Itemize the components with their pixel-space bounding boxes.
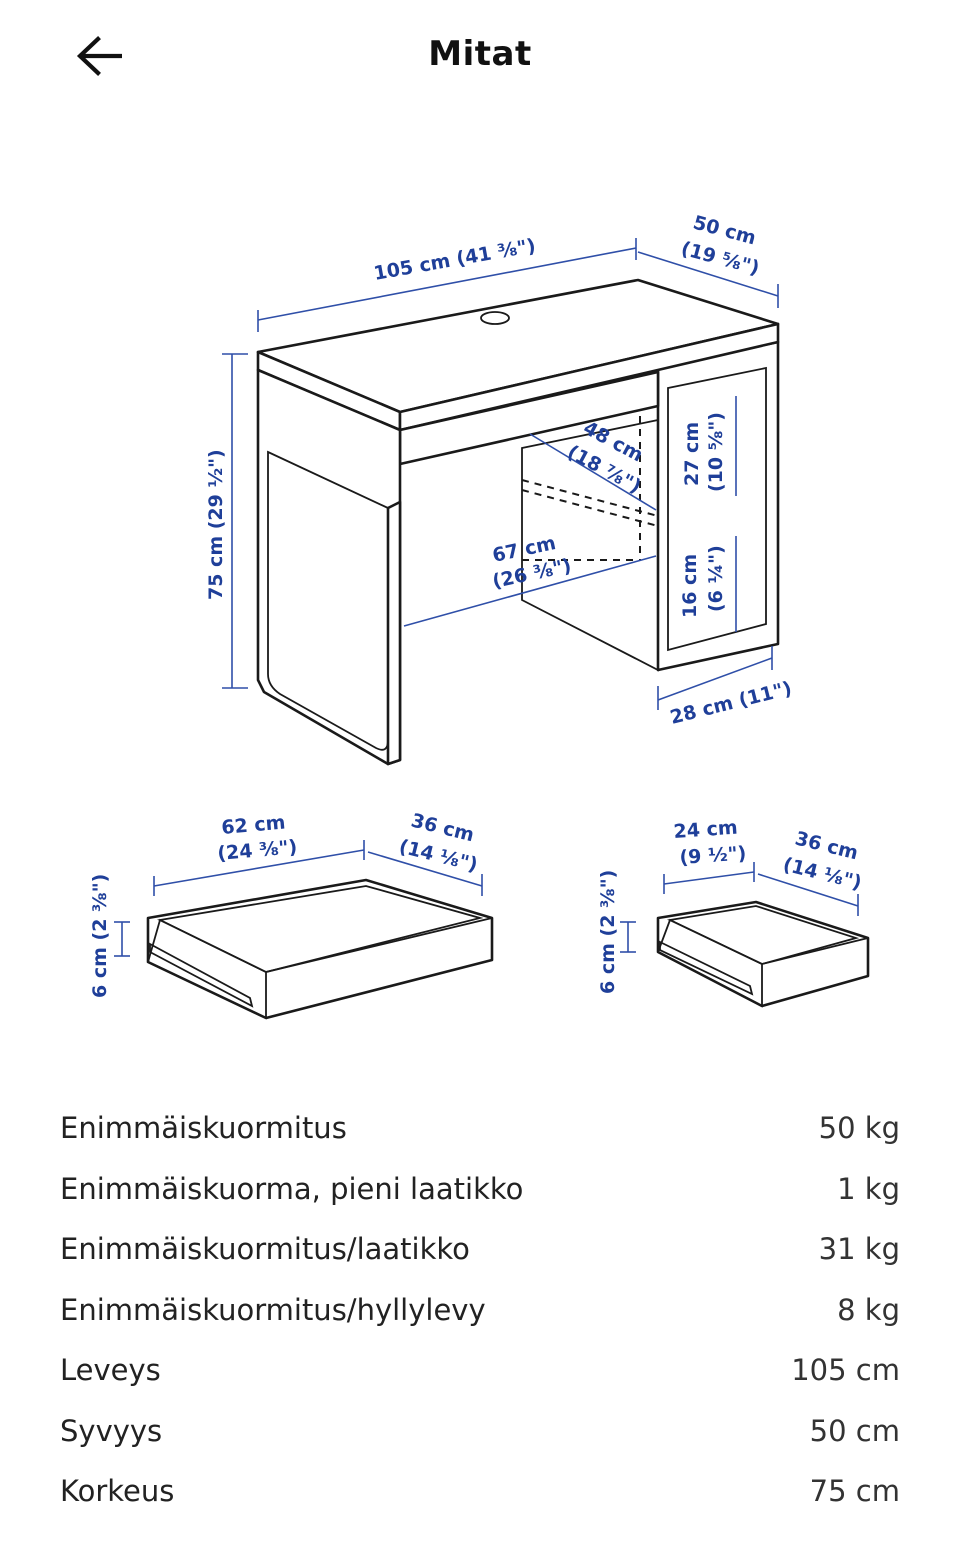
spec-value: 1 kg — [837, 1171, 900, 1206]
desk-illustration — [256, 278, 780, 766]
spec-value: 105 cm — [791, 1353, 900, 1388]
arrow-left-icon — [76, 36, 122, 76]
dim-desk-width: 105 cm (41 ⅜") — [372, 235, 537, 285]
page-title: Mitat — [428, 34, 532, 74]
large-drawer-illustration — [146, 878, 494, 1020]
spec-value: 8 kg — [837, 1292, 900, 1327]
dim-small-drawer-width-cm: 24 cm — [673, 817, 739, 843]
dim-shelf-lower-cm: 16 cm — [679, 554, 701, 618]
spec-value: 31 kg — [818, 1232, 900, 1267]
back-button[interactable] — [66, 26, 132, 86]
dim-desk-height: 75 cm (29 ½") — [205, 449, 227, 600]
spec-label: Enimmäiskuormitus/hyllylevy — [60, 1292, 486, 1327]
dim-shelf-upper-in: (10 ⅝") — [705, 412, 727, 492]
header-bar: Mitat — [0, 0, 960, 112]
spec-row: Korkeus 75 cm — [60, 1461, 900, 1522]
dim-shelf-upper-cm: 27 cm — [681, 422, 703, 486]
spec-row: Enimmäiskuormitus 50 kg — [60, 1098, 900, 1159]
spec-row: Leveys 105 cm — [60, 1340, 900, 1401]
small-drawer-illustration — [656, 900, 870, 1008]
spec-row: Enimmäiskuormitus/laatikko 31 kg — [60, 1219, 900, 1280]
spec-label: Leveys — [60, 1353, 161, 1388]
spec-label: Syvyys — [60, 1413, 163, 1448]
dim-large-drawer-width-cm: 62 cm — [221, 811, 287, 839]
dim-small-drawer-width-in: (9 ½") — [679, 842, 747, 869]
dim-large-drawer-width-in: (24 ⅜") — [217, 836, 299, 865]
spec-value: 75 cm — [809, 1474, 900, 1509]
dimensions-diagram: 105 cm (41 ⅜") 50 cm (19 ⅝") 75 cm (29 ½… — [0, 180, 960, 1050]
spec-label: Enimmäiskuormitus/laatikko — [60, 1232, 470, 1267]
spec-row: Enimmäiskuorma, pieni laatikko 1 kg — [60, 1159, 900, 1220]
dim-large-drawer-height: 6 cm (2 ⅜") — [89, 874, 111, 998]
spec-label: Korkeus — [60, 1474, 175, 1509]
spec-value: 50 cm — [809, 1413, 900, 1448]
spec-row: Syvyys 50 cm — [60, 1401, 900, 1462]
dim-small-drawer-height: 6 cm (2 ⅜") — [597, 870, 619, 994]
dim-shelf-lower-in: (6 ¼") — [705, 545, 727, 612]
spec-row: Enimmäiskuormitus/hyllylevy 8 kg — [60, 1280, 900, 1341]
spec-label: Enimmäiskuorma, pieni laatikko — [60, 1171, 524, 1206]
dim-cabinet-width: 28 cm (11") — [668, 677, 794, 728]
spec-label: Enimmäiskuormitus — [60, 1111, 347, 1146]
spec-value: 50 kg — [818, 1111, 900, 1146]
spec-list: Enimmäiskuormitus 50 kg Enimmäiskuorma, … — [60, 1098, 900, 1522]
